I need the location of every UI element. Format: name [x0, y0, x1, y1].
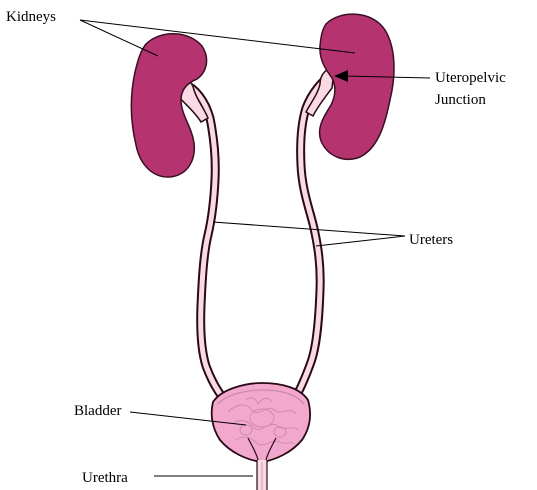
uteropelvic-junction-label-line1: Uteropelvic — [435, 69, 506, 87]
uteropelvic-junction-label-line2: Junction — [435, 91, 486, 109]
kidneys-leader-left — [80, 20, 158, 56]
ureters-leader-right — [316, 236, 405, 246]
ureters — [176, 69, 334, 402]
kidneys-label: Kidneys — [6, 8, 56, 26]
bladder-label: Bladder — [74, 402, 121, 420]
urethra-label: Urethra — [82, 469, 128, 487]
kidneys — [131, 14, 394, 177]
kidneys-leader-right — [80, 20, 355, 53]
ureters-label: Ureters — [409, 231, 453, 249]
urethra — [257, 460, 267, 490]
